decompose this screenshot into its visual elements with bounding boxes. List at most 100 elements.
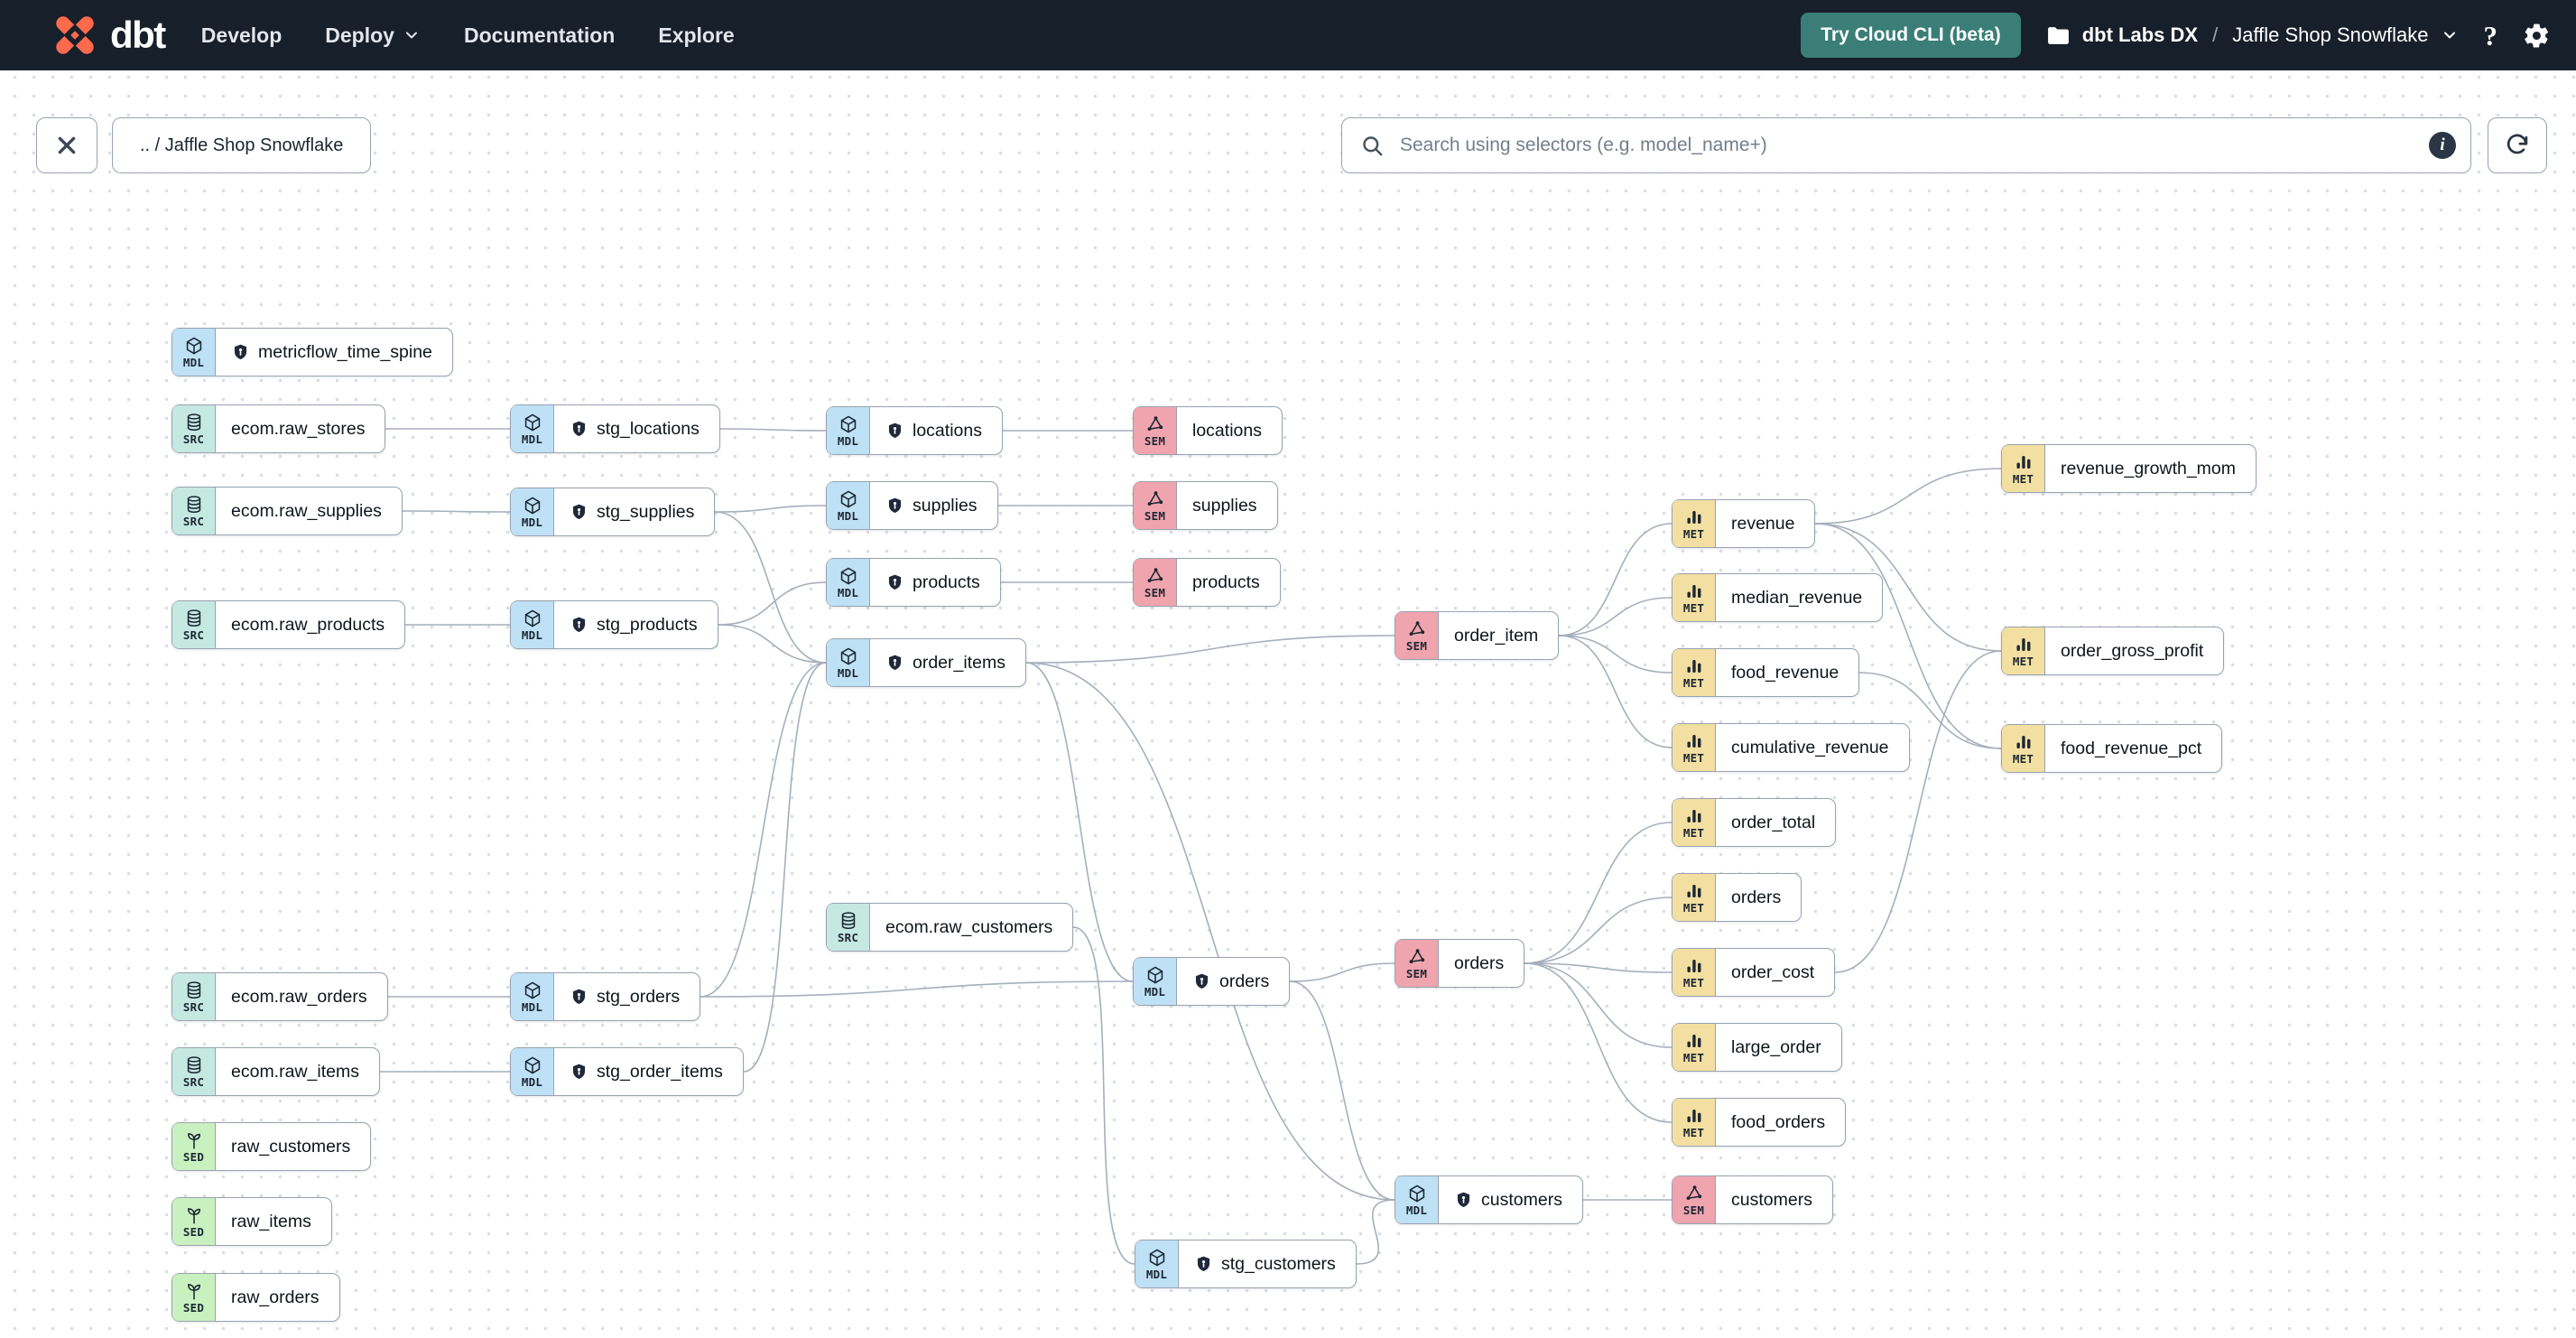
node-label: supplies <box>1177 482 1277 529</box>
refresh-button[interactable] <box>2488 117 2547 173</box>
nav-item-label: Explore <box>658 23 735 47</box>
database-icon <box>184 495 204 515</box>
close-lineage-button[interactable] <box>36 117 97 173</box>
close-icon <box>58 136 76 154</box>
nav-item-develop[interactable]: Develop <box>201 23 282 48</box>
cube-icon <box>839 414 858 434</box>
node-name: raw_items <box>231 1211 311 1231</box>
node-type-badge: MET <box>2002 627 2045 674</box>
search-bar: i <box>1341 117 2471 173</box>
cube-icon <box>1147 1248 1167 1268</box>
node-label: ecom.raw_items <box>216 1048 379 1095</box>
dbt-logo-icon <box>56 16 94 54</box>
project-name: Jaffle Shop Snowflake <box>2232 23 2429 46</box>
node-name: order_total <box>1731 812 1816 832</box>
nav-item-explore[interactable]: Explore <box>658 23 734 48</box>
node-label: products <box>870 559 1000 606</box>
help-icon[interactable]: ? <box>2483 19 2498 51</box>
node-type-badge: SED <box>172 1198 216 1245</box>
node-label: raw_items <box>216 1198 331 1245</box>
node-name: ecom.raw_customers <box>885 916 1053 937</box>
breadcrumb[interactable]: .. / Jaffle Shop Snowflake <box>112 117 372 173</box>
graph-node-seed_raw_items[interactable]: SED raw_items <box>171 1197 332 1246</box>
node-type-badge: SEM <box>1673 1176 1716 1223</box>
shield-icon <box>231 343 250 362</box>
project-switcher[interactable]: dbt Labs DX / Jaffle Shop Snowflake <box>2046 23 2459 48</box>
node-type-badge: MET <box>1673 1024 1716 1071</box>
node-type-label: MET <box>1682 900 1705 915</box>
node-label: stg_orders <box>554 973 700 1020</box>
node-type-badge: MDL <box>511 488 554 535</box>
node-type-badge: MDL <box>1135 1240 1179 1287</box>
shield-icon <box>570 1063 588 1082</box>
node-label: revenue <box>1716 500 1814 547</box>
folder-icon <box>2047 26 2069 44</box>
nav-item-documentation[interactable]: Documentation <box>464 23 615 48</box>
node-label: ecom.raw_stores <box>216 405 385 452</box>
bar-chart-icon <box>1684 1106 1704 1126</box>
node-name: revenue_growth_mom <box>2061 458 2237 479</box>
node-type-label: MET <box>2012 654 2034 668</box>
node-type-label: MET <box>1682 1125 1705 1139</box>
node-type-badge: SRC <box>172 973 216 1020</box>
node-name: metricflow_time_spine <box>258 341 432 362</box>
nav-item-deploy[interactable]: Deploy <box>325 23 421 48</box>
search-input[interactable] <box>1398 134 2429 157</box>
account-name: dbt Labs DX <box>2081 23 2199 46</box>
try-cloud-cli-button[interactable]: Try Cloud CLI (beta) <box>1801 13 2021 58</box>
node-type-badge: SEM <box>1134 407 1177 454</box>
node-label: customers <box>1716 1176 1832 1223</box>
node-type-label: SRC <box>182 999 205 1014</box>
node-label: food_revenue_pct <box>2045 725 2221 772</box>
node-type-label: MDL <box>521 627 543 642</box>
node-type-badge: MDL <box>827 482 870 529</box>
dbt-logo[interactable]: dbt <box>51 11 166 60</box>
cube-icon <box>1407 1184 1427 1203</box>
gear-icon[interactable] <box>2523 22 2551 50</box>
cube-icon <box>523 609 542 628</box>
navbar-right: Try Cloud CLI (beta) dbt Labs DX / Jaffl… <box>1801 13 2551 58</box>
node-label: ecom.raw_supplies <box>216 488 402 534</box>
info-icon[interactable]: i <box>2429 132 2456 159</box>
